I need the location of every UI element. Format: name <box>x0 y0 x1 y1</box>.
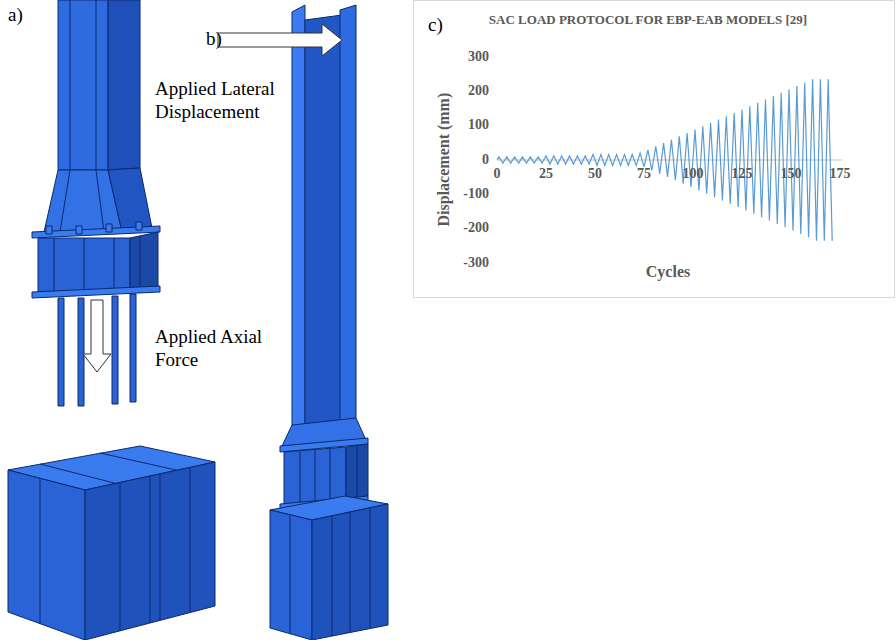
anchor-rod <box>112 296 118 404</box>
x-tick-label: 175 <box>830 166 851 183</box>
y-tick-label: -200 <box>463 220 489 237</box>
anchor-rod <box>130 294 136 402</box>
load-annotation: Applied Lateral Displacement <box>155 78 295 124</box>
panel-letter: a) <box>8 4 23 27</box>
panel-letter: c) <box>428 14 443 37</box>
chart-panel <box>414 1 895 298</box>
load-annotation: Applied Axial Force <box>155 326 285 372</box>
x-tick-label: 100 <box>683 166 704 183</box>
base-box <box>38 238 130 292</box>
y-tick-label: 300 <box>468 49 489 66</box>
x-tick-label: 50 <box>588 166 602 183</box>
y-tick-label: 200 <box>468 83 489 100</box>
x-tick-label: 150 <box>781 166 802 183</box>
y-tick-label: 100 <box>468 117 489 134</box>
axis-title: Cycles <box>646 262 690 281</box>
x-tick-label: 0 <box>494 166 501 183</box>
base-box-side <box>130 232 158 292</box>
column-face <box>58 0 108 170</box>
bottom-plate <box>32 286 160 298</box>
column-flange <box>340 5 356 423</box>
x-tick-label: 75 <box>637 166 651 183</box>
block-right <box>312 504 388 640</box>
axial-arrow <box>83 300 111 372</box>
base-box-side <box>346 444 368 500</box>
y-tick-label: -300 <box>463 255 489 272</box>
axis-title: Displacement (mm) <box>434 93 453 227</box>
x-tick-label: 25 <box>539 166 553 183</box>
block-left <box>270 510 312 640</box>
column-web <box>305 15 342 425</box>
panel-letter: b) <box>206 28 222 51</box>
block-left <box>8 470 85 640</box>
anchor-rod <box>78 298 84 406</box>
y-tick-label: -100 <box>463 186 489 203</box>
column-flange <box>292 5 305 430</box>
base-box <box>284 447 346 504</box>
column-side <box>108 0 140 170</box>
y-tick-label: 0 <box>482 152 489 169</box>
load-curve <box>497 79 832 240</box>
x-tick-label: 125 <box>732 166 753 183</box>
block-right <box>85 462 215 640</box>
anchor-rod <box>58 298 64 406</box>
chart-title: SAC LOAD PROTOCOL FOR EBP-EAB MODELS [29… <box>489 12 807 28</box>
lateral-arrow <box>218 24 342 56</box>
haunch-side <box>108 168 152 232</box>
